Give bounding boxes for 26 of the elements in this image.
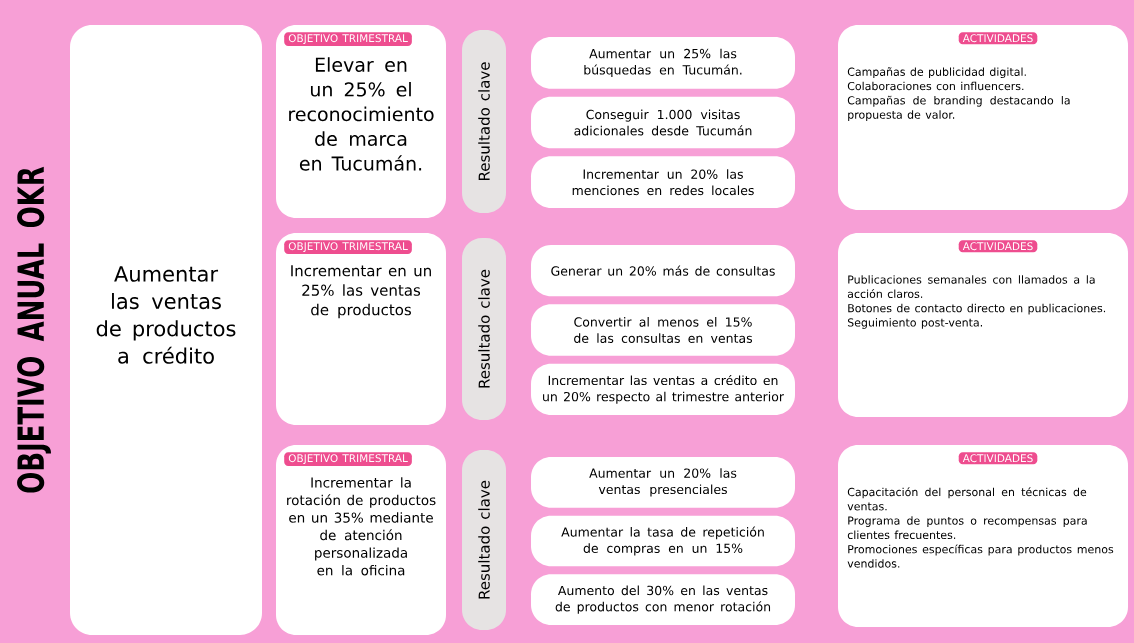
tag-label: OBJETIVO TRIMESTRAL [284, 452, 412, 467]
tag-label: OBJETIVO TRIMESTRAL [284, 240, 412, 255]
key-result-pill: Conseguir 1.000 visitas adicionales desde Tucumán [531, 96, 795, 149]
tag-label: ACTIVIDADES [958, 240, 1038, 253]
objective-card: OBJETIVO TRIMESTRAL Incrementar la rotación de productos en un 35% mediante de atención personalizada en la oficina [276, 445, 446, 635]
vertical-title: OBJETIVO ANUAL OKR [17, 166, 51, 493]
tag-label: ACTIVIDADES [958, 452, 1038, 465]
key-result-pill: Resultado clave [462, 30, 506, 213]
activities-card: ACTIVIDADES Capacitación del personal en técnicas de ventas. Programa de puntos o recompensas para clientes frecuentes. Promociones específicas para productos menos vendidos. [838, 445, 1128, 627]
key-result-pill: Aumentar un 25% las búsquedas en Tucumán. [531, 37, 795, 89]
key-result-pill: Convertir al menos el 15% de las consultas en ventas [531, 304, 795, 356]
activities-card: ACTIVIDADES Campañas de publicidad digital. Colaboraciones con influencers. Campañas de branding destacando la propuesta de valor. [838, 25, 1128, 210]
key-result-pill: Generar un 20% más de consultas [531, 245, 795, 297]
tag-label: OBJETIVO TRIMESTRAL [284, 32, 412, 47]
objective-card: OBJETIVO TRIMESTRAL Elevar en un 25% el reconocimiento de marca en Tucumán. [276, 25, 446, 218]
key-result-pill: Aumentar un 20% las ventas presenciales [531, 457, 795, 508]
key-result-pill: Resultado clave [462, 238, 506, 420]
key-result-pill: Incrementar las ventas a crédito en un 20% respecto al trimestre anterior [531, 363, 795, 415]
activities-card: ACTIVIDADES Publicaciones semanales con llamados a la acción claros. Botones de contacto directo en publicaciones. Seguimiento post-venta. [838, 233, 1128, 417]
tag-label: ACTIVIDADES [958, 32, 1038, 45]
objective-card: OBJETIVO TRIMESTRAL Incrementar en un 25% las ventas de productos [276, 233, 446, 425]
key-result-pill: Aumentar la tasa de repetición de compras en un 15% [531, 515, 795, 567]
key-result-pill: Incrementar un 20% las menciones en redes locales [531, 156, 795, 208]
key-result-pill: Resultado clave [462, 450, 506, 630]
key-result-pill: Aumento del 30% en las ventas de productos con menor rotación [531, 574, 795, 625]
goal-card: Aumentar las ventas de productos a crédito [70, 25, 262, 635]
